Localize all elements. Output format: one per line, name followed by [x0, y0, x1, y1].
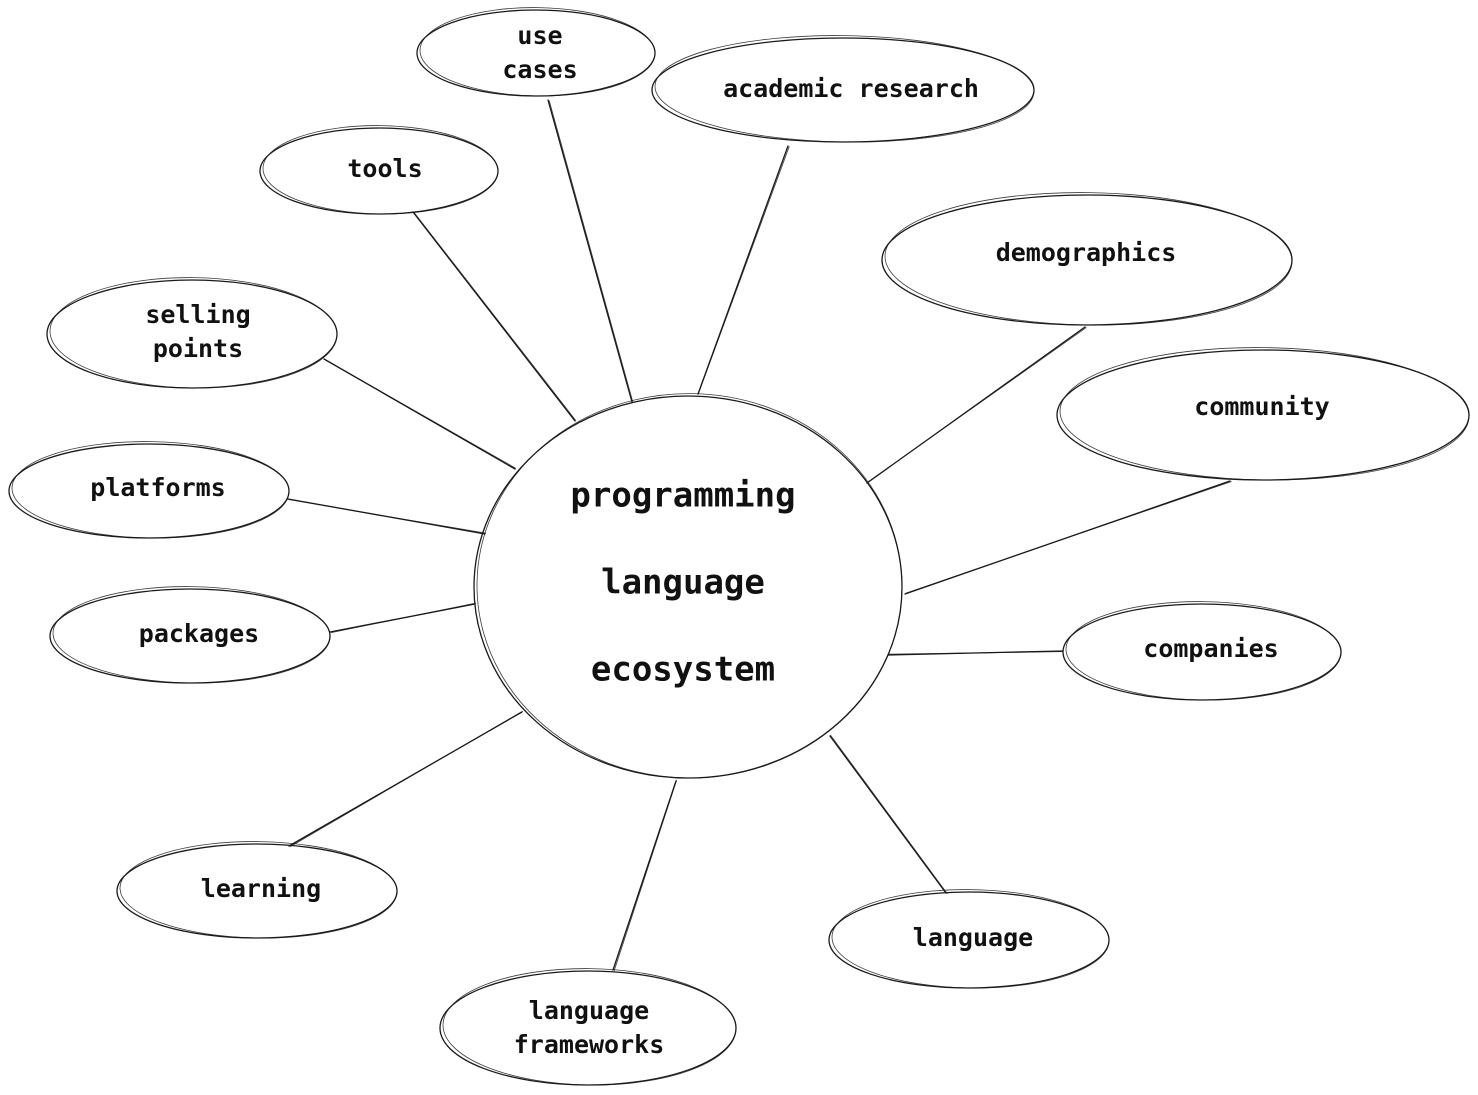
node-community-ellipse: [1056, 347, 1470, 481]
node-language-frameworks-ellipse: [439, 968, 737, 1086]
connector-packages: [329, 602, 477, 633]
node-language-frameworks-label: frameworks: [514, 1030, 665, 1059]
node-academic-research-ellipse: [651, 35, 1035, 143]
connector-tools: [412, 211, 576, 422]
node-use-cases-label: cases: [502, 55, 577, 84]
node-use-cases-label: use: [517, 21, 562, 50]
node-demographics-ellipse: [881, 192, 1293, 326]
connector-language: [829, 734, 948, 894]
node-community-label: community: [1194, 392, 1329, 421]
node-tools-label: tools: [347, 154, 422, 183]
central-topic-label-line: language: [601, 563, 765, 603]
connector-demographics: [866, 326, 1087, 484]
node-selling-points-label: points: [153, 334, 243, 363]
connector-language-frameworks: [612, 779, 677, 971]
central-topic-label-line: ecosystem: [591, 650, 775, 690]
node-companies-ellipse: [1062, 601, 1342, 701]
connector-academic-research: [697, 145, 790, 395]
central-topic-label-line: programming: [570, 476, 795, 516]
node-language-ellipse: [828, 889, 1110, 989]
connector-use-cases: [547, 99, 633, 403]
node-language-frameworks-label: language: [529, 996, 649, 1025]
node-platforms-label: platforms: [90, 473, 225, 502]
node-packages-label: packages: [139, 619, 259, 648]
connector-layer: [287, 99, 1232, 971]
node-selling-points-label: selling: [145, 300, 250, 329]
connector-platforms: [287, 498, 487, 535]
node-packages-ellipse: [49, 586, 331, 684]
connector-community: [904, 480, 1232, 595]
node-selling-points-ellipse: [46, 277, 338, 389]
central-topic-ellipse: [473, 393, 903, 779]
node-platforms-ellipse: [8, 441, 290, 539]
node-companies-label: companies: [1143, 634, 1278, 663]
connector-learning: [288, 710, 523, 847]
node-demographics-label: demographics: [996, 238, 1177, 267]
node-tools-ellipse: [259, 125, 499, 215]
node-learning-ellipse: [116, 841, 398, 939]
node-use-cases-ellipse: [416, 7, 656, 97]
label-layer: programming language ecosystem use cases acad…: [90, 21, 1329, 1059]
connector-selling-points: [323, 358, 516, 470]
node-language-label: language: [913, 923, 1033, 952]
node-academic-research-label: academic research: [723, 74, 979, 103]
connector-companies: [887, 650, 1064, 656]
node-layer: [8, 7, 1470, 1086]
node-learning-label: learning: [201, 874, 321, 903]
